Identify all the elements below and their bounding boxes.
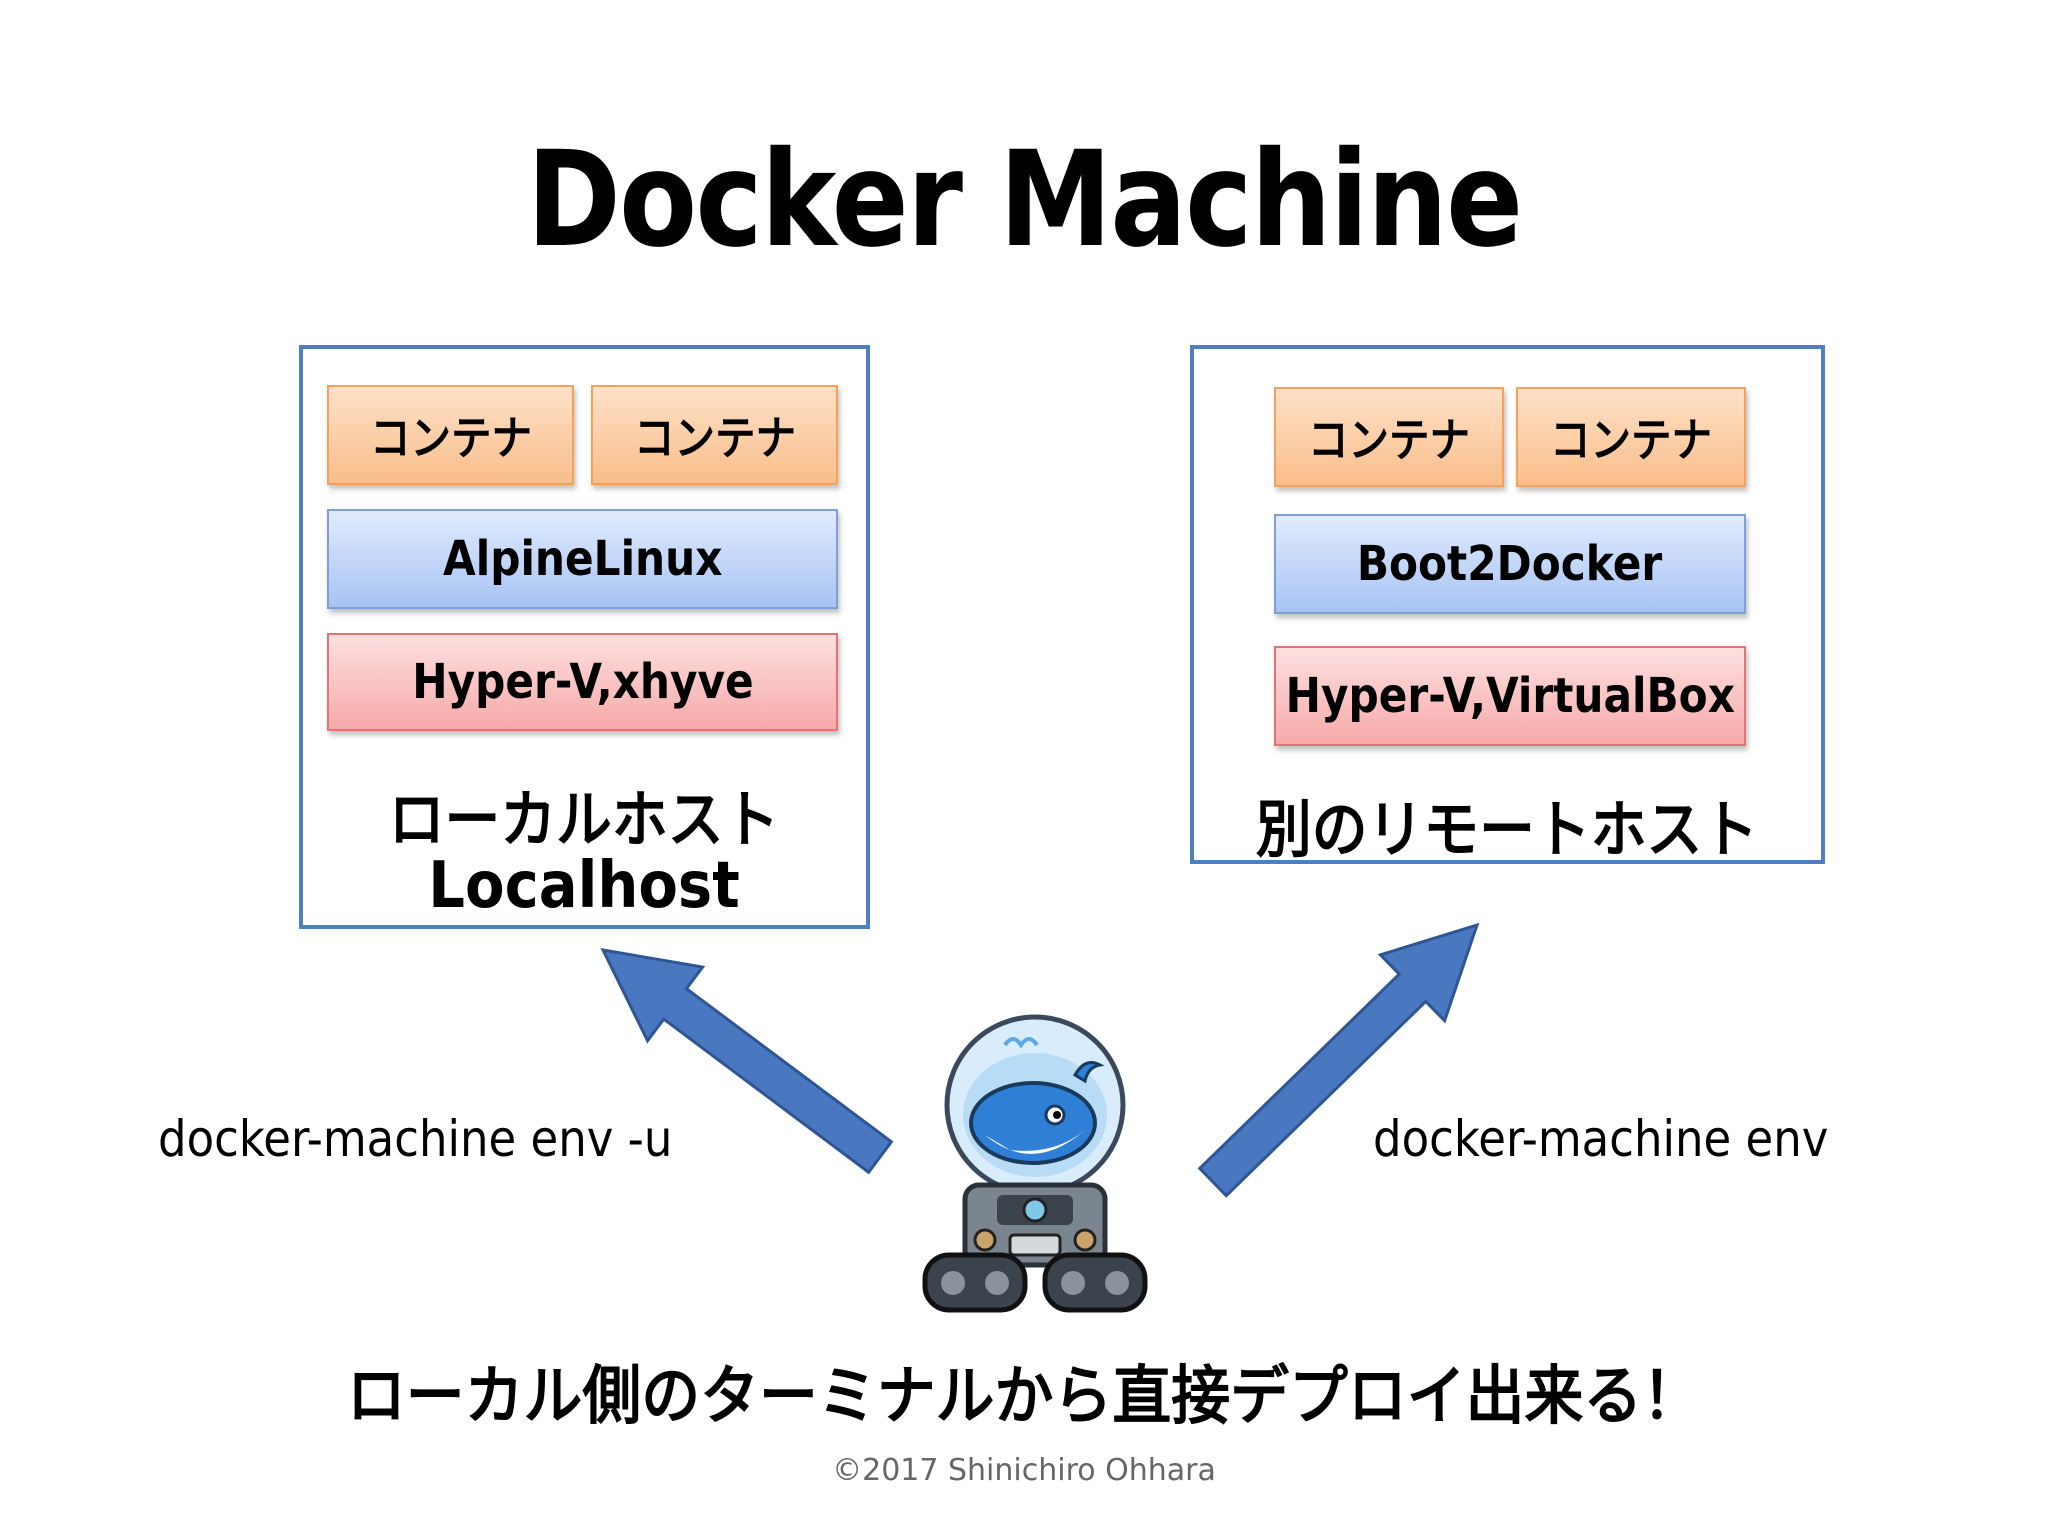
remote-host-box: コンテナ コンテナ Boot2Docker Hyper-V,VirtualBox… xyxy=(1190,345,1825,866)
host-label-ja: 別のリモートホスト xyxy=(1256,793,1759,866)
host-label-ja: ローカルホスト xyxy=(389,783,780,856)
container-block: コンテナ xyxy=(327,385,574,485)
copyright: ©2017 Shinichiro Ohhara xyxy=(832,1453,1216,1488)
os-block: AlpineLinux xyxy=(327,509,838,609)
os-block: Boot2Docker xyxy=(1274,514,1746,614)
command-right: docker-machine env xyxy=(1373,1110,1829,1168)
bottom-message: ローカル側のターミナルから直接デプロイ出来る！ xyxy=(346,1360,1702,1434)
container-block: コンテナ xyxy=(1274,387,1504,487)
container-block: コンテナ xyxy=(591,385,838,485)
host-label-en: Localhost xyxy=(428,849,741,923)
hypervisor-block: Hyper-V,VirtualBox xyxy=(1274,646,1746,746)
command-left: docker-machine env -u xyxy=(158,1110,673,1168)
slide-title: Docker Machine xyxy=(526,123,1523,277)
localhost-box: コンテナ コンテナ AlpineLinux Hyper-V,xhyve ローカル… xyxy=(299,345,870,929)
docker-mascot-icon xyxy=(922,1014,1148,1313)
hypervisor-block: Hyper-V,xhyve xyxy=(327,633,838,731)
container-block: コンテナ xyxy=(1516,387,1746,487)
